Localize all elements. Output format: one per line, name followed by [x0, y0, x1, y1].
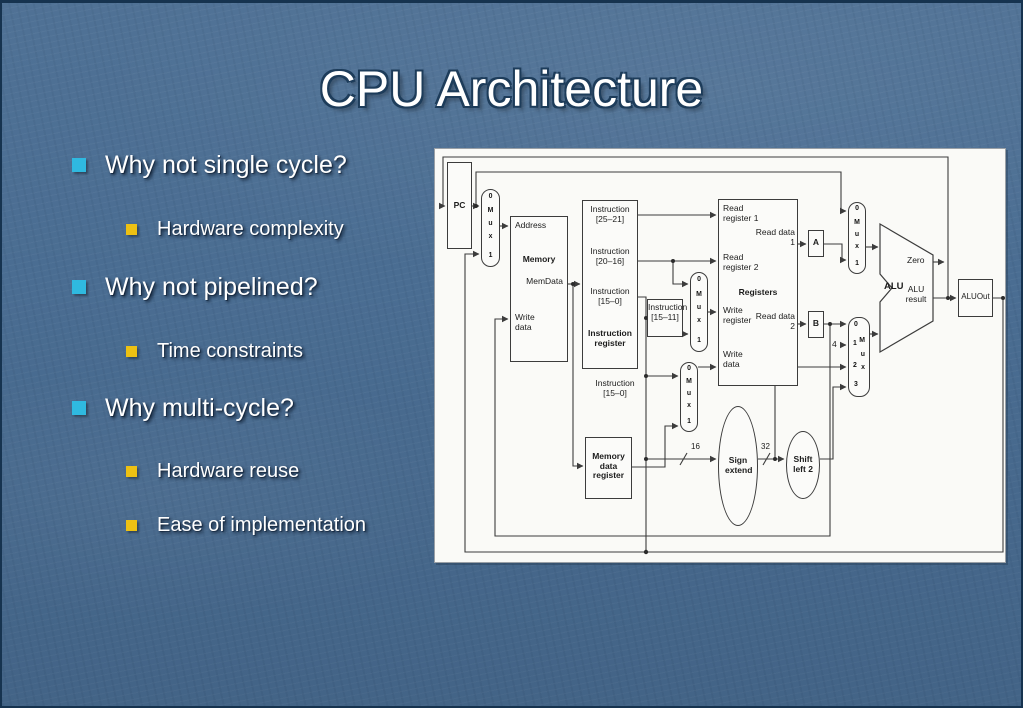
- memory-memdata-label: MemData: [526, 276, 563, 286]
- mux-letter: x: [488, 233, 493, 240]
- mux-port-label: 1: [488, 252, 493, 259]
- mux-letter: x: [697, 317, 701, 324]
- aluout-box: ALUOut: [958, 279, 993, 317]
- mux-letter: M: [854, 219, 860, 226]
- memory-write-data-label: Write data: [515, 312, 535, 332]
- mux-port-label: 3: [854, 381, 858, 388]
- junction-dots: [474, 204, 1005, 555]
- instruction-15-0-outer-label: Instruction [15–0]: [595, 378, 635, 398]
- bullet-square-icon: [126, 466, 137, 477]
- alu-result-label: ALU result: [905, 284, 927, 304]
- mux-port-label: 1: [853, 340, 857, 347]
- alu-title: ALU: [884, 281, 904, 292]
- mux-letter: u: [686, 390, 692, 397]
- alusrcb-mux: 0 1 2 3 M u x: [848, 317, 870, 397]
- mux-letter: M: [487, 207, 494, 214]
- bullet-text: Why not single cycle?: [105, 151, 347, 179]
- pc-box: PC: [447, 162, 472, 249]
- bullet-text: Hardware reuse: [157, 460, 300, 482]
- sign-extend-label: Sign extend: [725, 455, 753, 475]
- memory-data-register-box: Memory data register: [585, 437, 632, 499]
- alu-shape: [879, 222, 934, 354]
- instruction-15-0-label: Instruction [15–0]: [590, 286, 630, 306]
- read-data-2-label: Read data 2: [755, 311, 795, 331]
- bullet-square-icon: [126, 520, 137, 531]
- bullet-square-icon: [126, 346, 137, 357]
- sign-extend-ellipse: Sign extend: [718, 406, 758, 526]
- a-register-label: A: [812, 237, 820, 247]
- instruction-20-16-label: Instruction [20–16]: [590, 246, 630, 266]
- instruction-25-21-label: Instruction [25–21]: [590, 204, 630, 224]
- mux-letter: M: [696, 291, 702, 298]
- bus-width-32-label: 32: [761, 442, 770, 451]
- mux-port-label: 1: [697, 337, 701, 344]
- bullet-square-icon: [72, 401, 86, 415]
- bullet-square-icon: [72, 280, 86, 294]
- mux-letter: M: [859, 337, 865, 344]
- shift-left-2-label: Shift left 2: [793, 454, 813, 474]
- address-mux: 0 M u x 1: [481, 189, 500, 267]
- write-register-label: Write register: [723, 305, 752, 325]
- mux-port-label: 1: [855, 260, 859, 267]
- page-title: CPU Architecture: [319, 61, 704, 117]
- cpu-datapath-diagram: PC 0 M u x 1 Address Memory MemData Writ…: [434, 148, 1006, 563]
- mux-letter: x: [687, 402, 691, 409]
- mux-letter: M: [686, 378, 692, 385]
- registers-box: Read register 1 Read data 1 Read registe…: [718, 199, 798, 386]
- aluout-label: ALUOut: [961, 292, 990, 301]
- mux-port-label: 0: [854, 321, 858, 328]
- regdst-mux: 0 M u x 1: [690, 272, 708, 352]
- mux-letter: u: [854, 231, 860, 238]
- pc-label: PC: [453, 200, 466, 210]
- mux-port-label: 0: [488, 193, 493, 200]
- instruction-register-title: Instruction register: [588, 328, 632, 348]
- registers-title: Registers: [738, 287, 778, 297]
- a-register-box: A: [808, 230, 824, 257]
- bullet-square-icon: [126, 224, 137, 235]
- alusrca-mux: 0 M u x 1: [848, 202, 866, 274]
- mux-letter: u: [696, 304, 702, 311]
- mux-port-label: 2: [853, 362, 857, 369]
- instruction-register-box: Instruction [25–21] Instruction [20–16] …: [582, 200, 638, 369]
- memory-box: Address Memory MemData Write data: [510, 216, 568, 362]
- mux-port-label: 1: [687, 418, 691, 425]
- bullet-text: Hardware complexity: [157, 218, 344, 240]
- memory-data-register-label: Memory data register: [592, 451, 625, 481]
- memory-title: Memory: [522, 254, 556, 264]
- shift-left-2-ellipse: Shift left 2: [786, 431, 820, 499]
- mux-letter: x: [861, 364, 865, 371]
- instruction-15-11-label: Instruction [15–11]: [648, 302, 688, 322]
- bullet-text: Ease of implementation: [157, 514, 367, 536]
- mux-port-label: 0: [697, 276, 701, 283]
- alu-zero-label: Zero: [907, 255, 925, 265]
- read-data-1-label: Read data 1: [755, 227, 795, 247]
- datapath-wires: [438, 156, 1005, 555]
- mux-letter: x: [855, 243, 859, 250]
- mux-letter: u: [860, 351, 865, 358]
- read-register-1-label: Read register 1: [723, 203, 759, 223]
- registers-write-data-label: Write data: [723, 349, 743, 369]
- memtoreg-mux: 0 M u x 1: [680, 362, 698, 432]
- instruction-15-11-box: Instruction [15–11]: [647, 299, 688, 337]
- bullet-square-icon: [72, 158, 86, 172]
- bullet-text: Why not pipelined?: [105, 273, 318, 301]
- mux-port-label: 0: [687, 365, 691, 372]
- read-register-2-label: Read register 2: [723, 252, 759, 272]
- mux-letter: u: [488, 220, 493, 227]
- b-register-label: B: [812, 318, 820, 328]
- memory-address-label: Address: [515, 220, 547, 230]
- mux-port-label: 0: [855, 205, 859, 212]
- constant-4-label: 4: [832, 339, 837, 349]
- bus-width-16-label: 16: [691, 442, 700, 451]
- bullet-text: Time constraints: [157, 340, 303, 362]
- bullet-text: Why multi-cycle?: [105, 394, 294, 422]
- b-register-box: B: [808, 311, 824, 338]
